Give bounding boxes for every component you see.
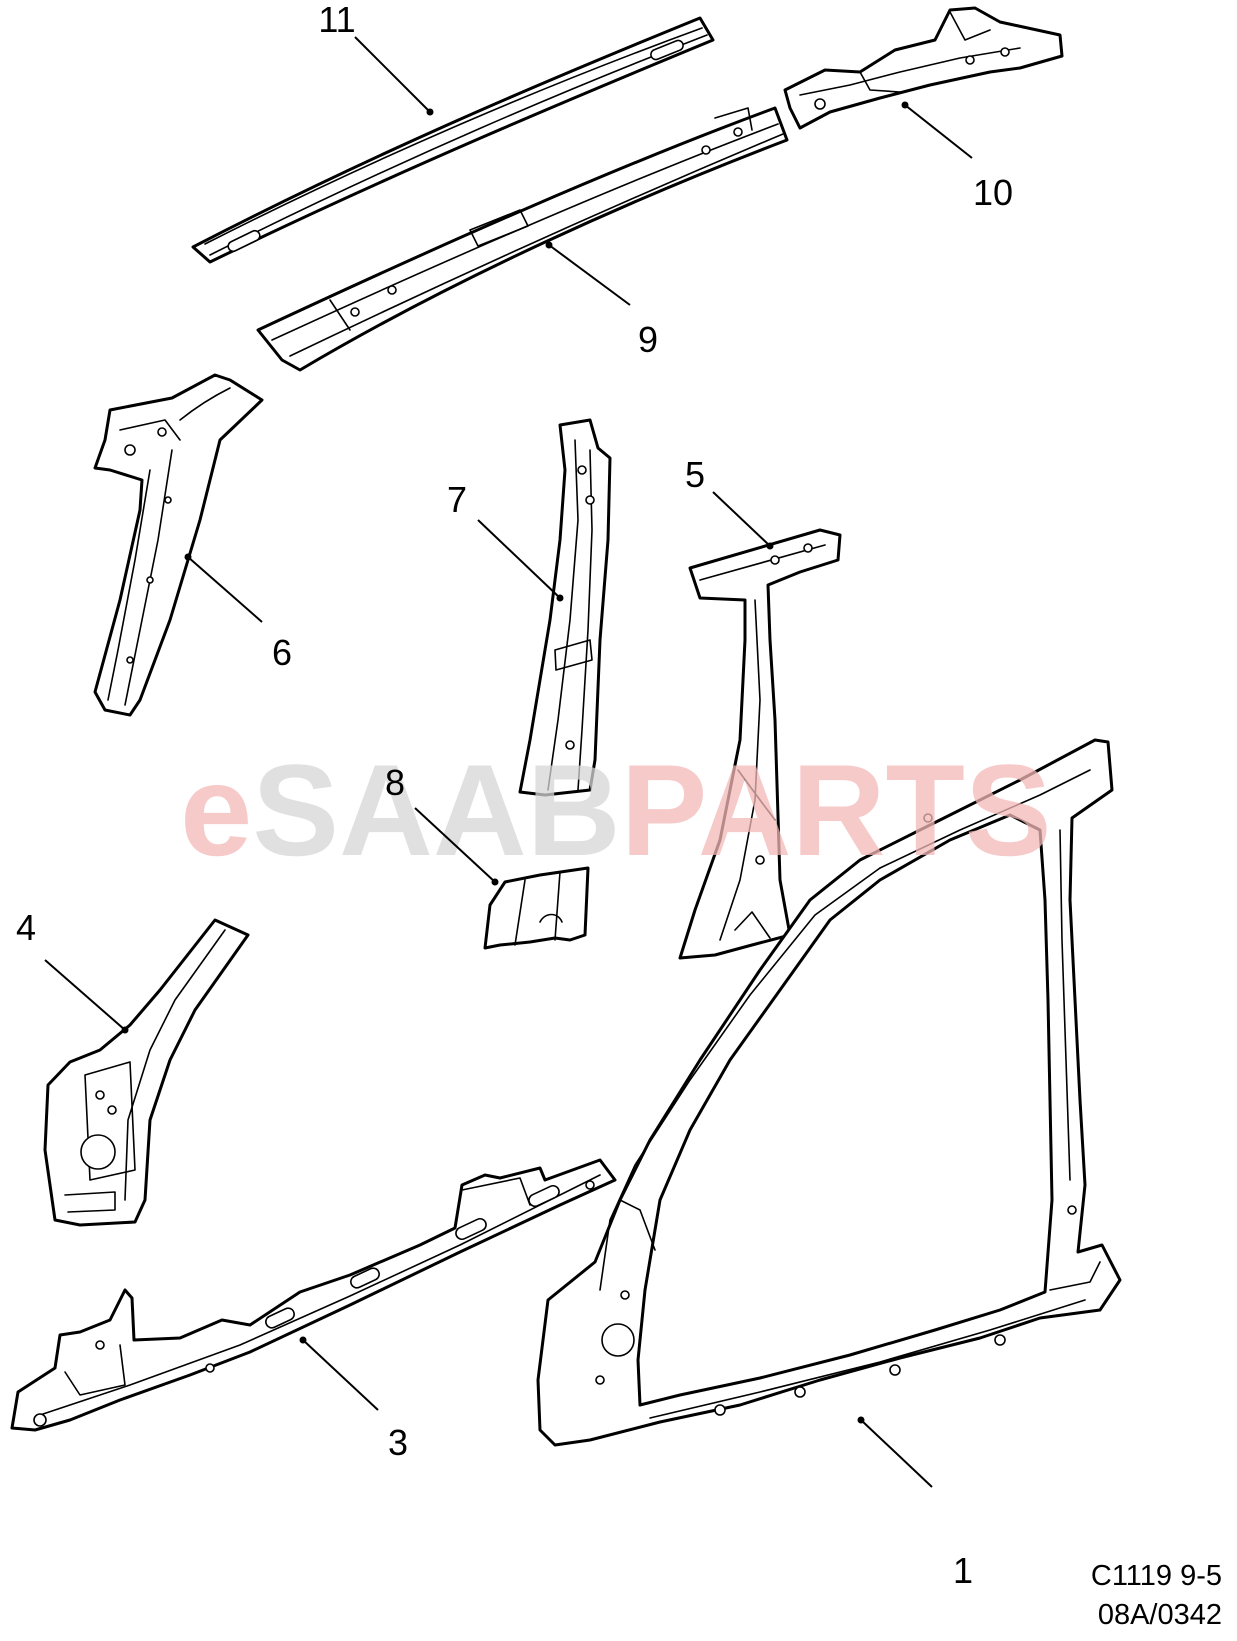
part-1-body-side-frame bbox=[536, 738, 1122, 1447]
watermark-prefix: e bbox=[180, 737, 252, 883]
callout-10: 10 bbox=[901, 101, 1013, 213]
callout-4: 4 bbox=[16, 907, 129, 1034]
drawing-code-line-1: C1119 9-5 bbox=[1091, 1560, 1222, 1592]
part-11-roof-rail bbox=[191, 16, 715, 264]
drawing-code-line-2: 08A/0342 bbox=[1098, 1599, 1222, 1631]
callout-label-3: 3 bbox=[388, 1422, 408, 1463]
part-6-a-pillar bbox=[93, 373, 264, 717]
callout-5: 5 bbox=[685, 454, 774, 550]
watermark-brand: SAAB bbox=[252, 737, 620, 883]
callout-label-1: 1 bbox=[953, 1550, 973, 1591]
callout-7: 7 bbox=[447, 479, 564, 602]
part-9-roof-rail-inner bbox=[256, 106, 789, 372]
callout-11: 11 bbox=[318, 0, 434, 116]
drawing-code: C1119 9-5 08A/0342 bbox=[1091, 1560, 1222, 1631]
callout-label-11: 11 bbox=[318, 0, 355, 40]
part-3-sill-reinforcement bbox=[10, 1158, 617, 1432]
callout-label-4: 4 bbox=[16, 907, 36, 948]
part-8-b-pillar-lower bbox=[483, 866, 590, 950]
callout-label-6: 6 bbox=[272, 632, 292, 673]
part-4-rear-pillar-lower bbox=[43, 918, 250, 1227]
watermark: eSAABPARTS bbox=[180, 737, 1052, 883]
watermark-text: eSAABPARTS bbox=[180, 737, 1052, 883]
callout-1: 1 bbox=[857, 1416, 973, 1591]
callout-3: 3 bbox=[299, 1336, 408, 1463]
callout-label-9: 9 bbox=[638, 319, 658, 360]
callout-label-7: 7 bbox=[447, 479, 467, 520]
callout-8: 8 bbox=[385, 762, 499, 886]
part-10-rear-reinforcement bbox=[783, 6, 1064, 130]
callout-label-5: 5 bbox=[685, 454, 705, 495]
watermark-suffix: PARTS bbox=[621, 737, 1052, 883]
callout-6: 6 bbox=[184, 553, 292, 673]
callout-9: 9 bbox=[545, 241, 658, 360]
callouts: 11 10 9 7 5 6 8 4 bbox=[16, 0, 1013, 1591]
part-7-b-pillar-upper bbox=[518, 418, 612, 797]
callout-label-8: 8 bbox=[385, 762, 405, 803]
callout-label-10: 10 bbox=[973, 172, 1013, 213]
part-5-b-pillar bbox=[678, 528, 842, 960]
